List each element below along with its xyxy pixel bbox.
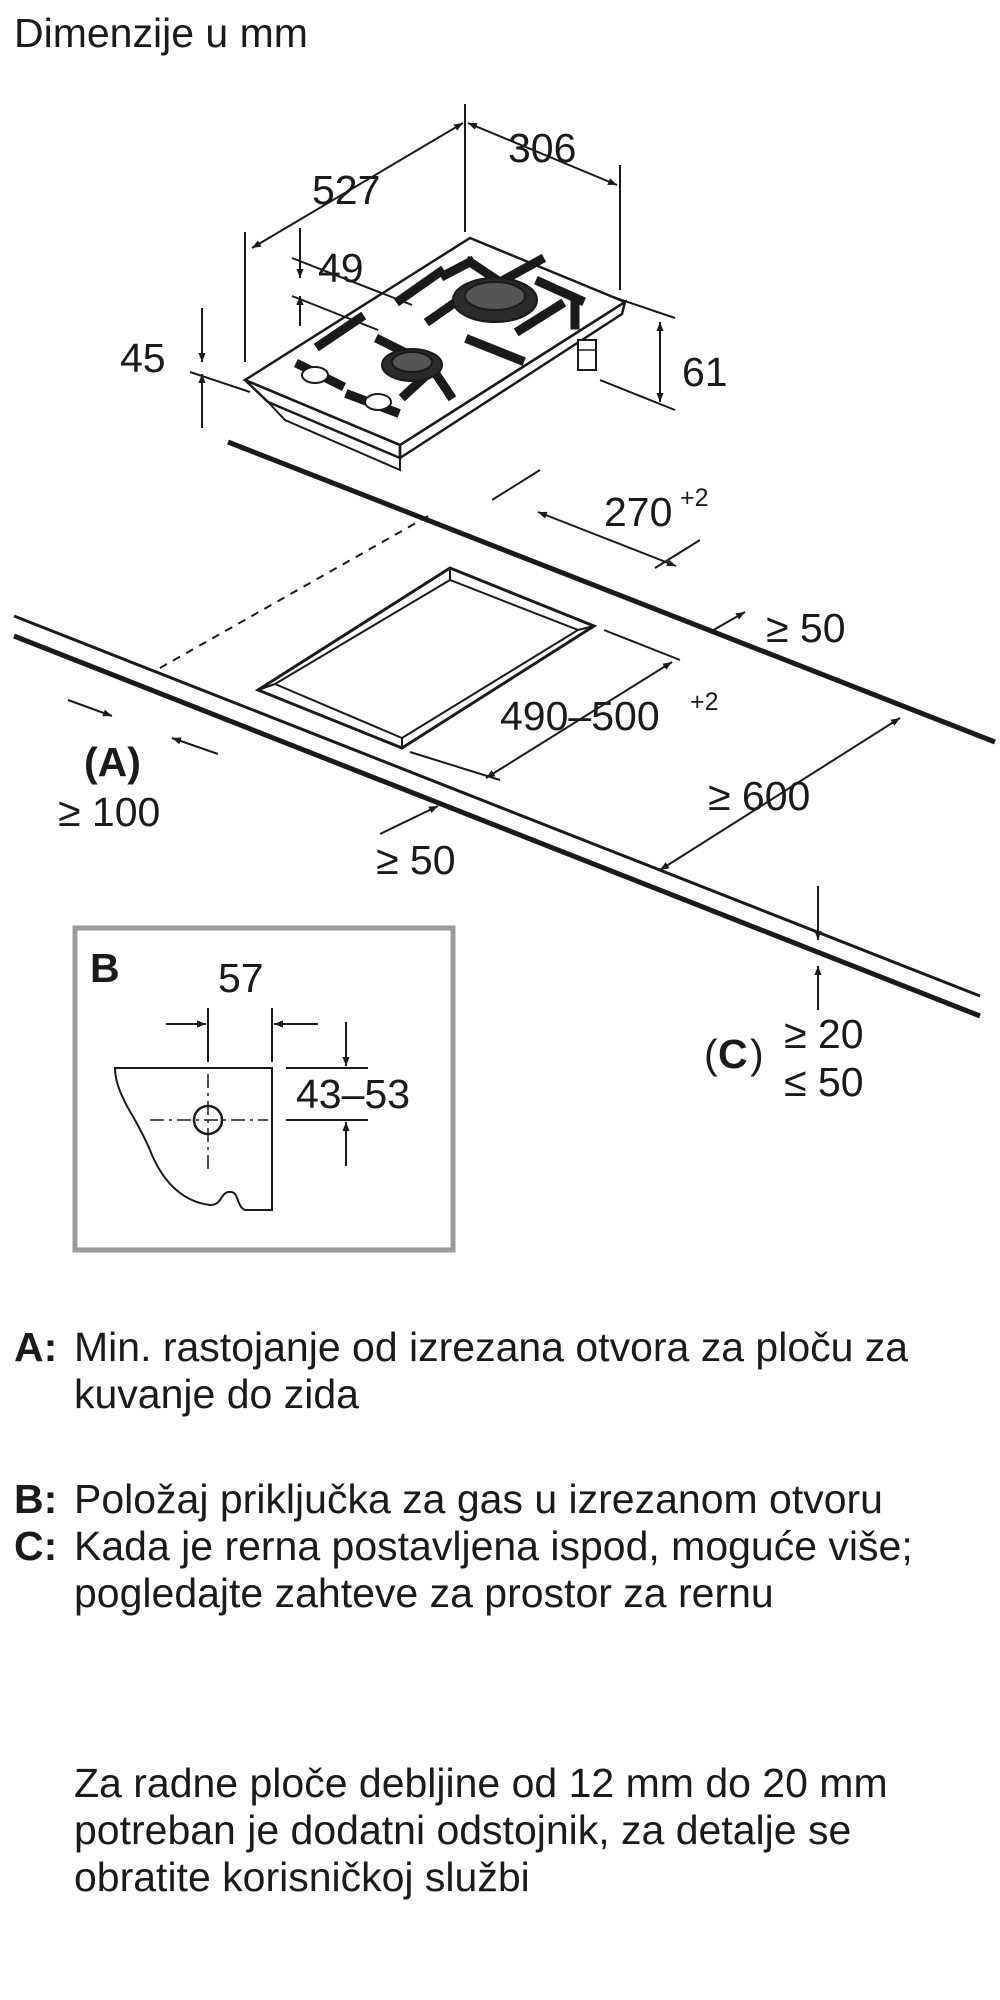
legend-text-c: Kada je rerna postavljena ispod, moguće … (74, 1523, 913, 1616)
label-c-open: ( (704, 1031, 718, 1077)
dim-45: 45 (120, 335, 166, 381)
diagram-title: Dimenzije u mm (14, 10, 308, 56)
dim-490-500-tolerance: +2 (690, 688, 719, 716)
dim-306: 306 (508, 125, 576, 171)
detail-b-dim-43-53: 43–53 (296, 1071, 410, 1117)
dim-490-500: 490–500 +2 (500, 688, 719, 739)
legend-item-b: B: Položaj priključka za gas u izrezanom… (14, 1476, 984, 1523)
cooktop-dimensions (189, 104, 676, 428)
worktop-drawing (13, 439, 996, 1019)
legend-key-c: C: (14, 1523, 58, 1569)
label-a: (A) (84, 739, 141, 785)
dim-back-gap: ≥ 50 (766, 605, 846, 651)
legend-key-a: A: (14, 1324, 58, 1370)
dim-49: 49 (318, 245, 364, 291)
dim-527: 527 (312, 167, 380, 213)
dim-thickness-min: ≥ 20 (784, 1011, 864, 1057)
dim-thickness-max: ≤ 50 (784, 1059, 864, 1105)
worktop-dimensions (67, 469, 901, 1010)
dim-side-gap: ≥ 600 (708, 773, 810, 819)
detail-b-dim-57: 57 (218, 955, 264, 1001)
dim-61: 61 (682, 349, 728, 395)
legend-item-a: A: Min. rastojanje od izrezana otvora za… (14, 1324, 984, 1418)
legend-key-b: B: (14, 1476, 58, 1522)
legend-text-a: Min. rastojanje od izrezana otvora za pl… (74, 1324, 909, 1417)
installation-diagram: Dimenzije u mm (13, 10, 996, 1253)
label-c-close: ) (750, 1031, 764, 1077)
dim-490-500-value: 490–500 (500, 693, 660, 739)
label-c-letter: C (718, 1031, 748, 1077)
spacer-note: Za radne ploče debljine od 12 mm do 20 m… (74, 1760, 888, 1900)
detail-b-box: B 57 43–53 (72, 925, 456, 1253)
legend: A: Min. rastojanje od izrezana otvora za… (14, 1324, 984, 1617)
label-c: ( C ) (704, 1031, 764, 1077)
dim-wall-gap: ≥ 100 (58, 789, 160, 835)
dim-270-tolerance: +2 (680, 484, 709, 512)
detail-b-label: B (90, 945, 120, 991)
dim-front-gap: ≥ 50 (376, 837, 456, 883)
dim-270-value: 270 (604, 489, 672, 535)
legend-text-b: Položaj priključka za gas u izrezanom ot… (74, 1476, 883, 1522)
dim-270: 270 +2 (604, 484, 709, 535)
legend-item-c: C: Kada je rerna postavljena ispod, mogu… (14, 1523, 984, 1617)
cooktop-drawing (242, 236, 628, 472)
